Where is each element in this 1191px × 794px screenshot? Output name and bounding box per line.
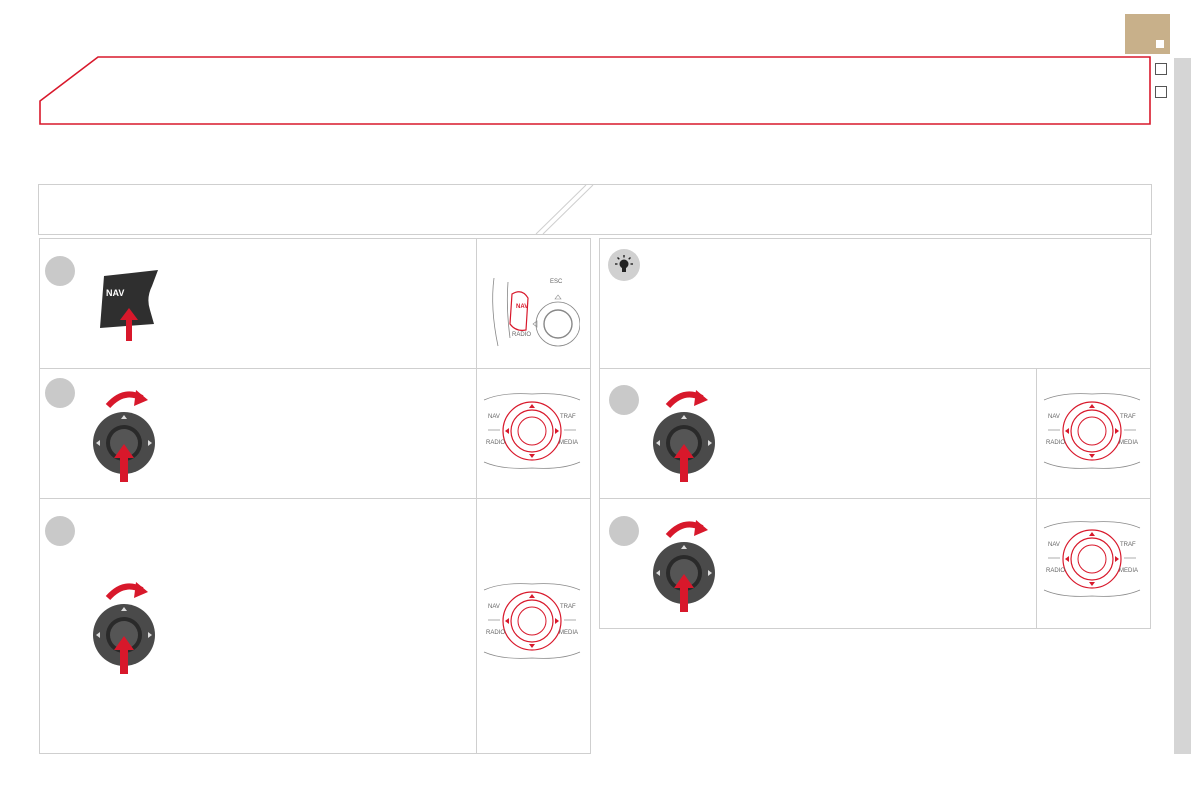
traf-label: TRAF	[560, 604, 576, 610]
step-number-5	[609, 516, 639, 546]
nav-label: NAV	[488, 414, 500, 420]
divider	[476, 238, 477, 754]
control-panel-illustration: NAV TRAF RADIO MEDIA	[1042, 518, 1142, 600]
side-checkbox-2[interactable]	[1155, 86, 1167, 98]
control-panel-illustration: NAV TRAF RADIO MEDIA	[1042, 390, 1142, 472]
step-number-1	[45, 256, 75, 286]
nav-button-illustration: NAV	[96, 268, 166, 343]
lightbulb-icon	[608, 249, 640, 281]
rotary-controller-icon	[92, 388, 160, 484]
divider	[1036, 368, 1037, 629]
dashboard-nav-illustration: NAV ESC RADIO	[488, 268, 581, 350]
nav-label: NAV	[1048, 414, 1060, 420]
step-number-4	[609, 385, 639, 415]
side-checkbox-1[interactable]	[1155, 63, 1167, 75]
divider	[599, 368, 1151, 369]
radio-label: RADIO	[1046, 440, 1066, 446]
section-tab-marker	[1156, 40, 1164, 48]
section-tab	[1125, 14, 1170, 54]
media-label: MEDIA	[1119, 568, 1139, 574]
thumb-radio-label: RADIO	[512, 332, 532, 338]
scrollbar[interactable]	[1174, 58, 1191, 754]
rotary-controller-icon	[92, 580, 160, 676]
thumb-esc-label: ESC	[550, 279, 563, 285]
media-label: MEDIA	[559, 440, 579, 446]
radio-label: RADIO	[1046, 568, 1066, 574]
radio-label: RADIO	[486, 440, 506, 446]
divider	[39, 368, 591, 369]
divider	[599, 498, 1151, 499]
divider	[39, 498, 591, 499]
traf-label: TRAF	[560, 414, 576, 420]
nav-label: NAV	[1048, 542, 1060, 548]
control-panel-illustration: NAV TRAF RADIO MEDIA	[482, 580, 582, 662]
title-banner	[39, 56, 1151, 125]
traf-label: TRAF	[1120, 542, 1136, 548]
nav-label: NAV	[488, 604, 500, 610]
step-number-3	[45, 516, 75, 546]
thumb-nav-label: NAV	[516, 304, 529, 310]
nav-button-label: NAV	[106, 288, 125, 298]
rotary-controller-icon	[652, 518, 720, 614]
rotary-controller-icon	[652, 388, 720, 484]
traf-label: TRAF	[1120, 414, 1136, 420]
control-panel-illustration: NAV TRAF RADIO MEDIA	[482, 390, 582, 472]
subheader-bar	[38, 184, 1152, 235]
media-label: MEDIA	[1119, 440, 1139, 446]
radio-label: RADIO	[486, 630, 506, 636]
step-number-2	[45, 378, 75, 408]
media-label: MEDIA	[559, 630, 579, 636]
